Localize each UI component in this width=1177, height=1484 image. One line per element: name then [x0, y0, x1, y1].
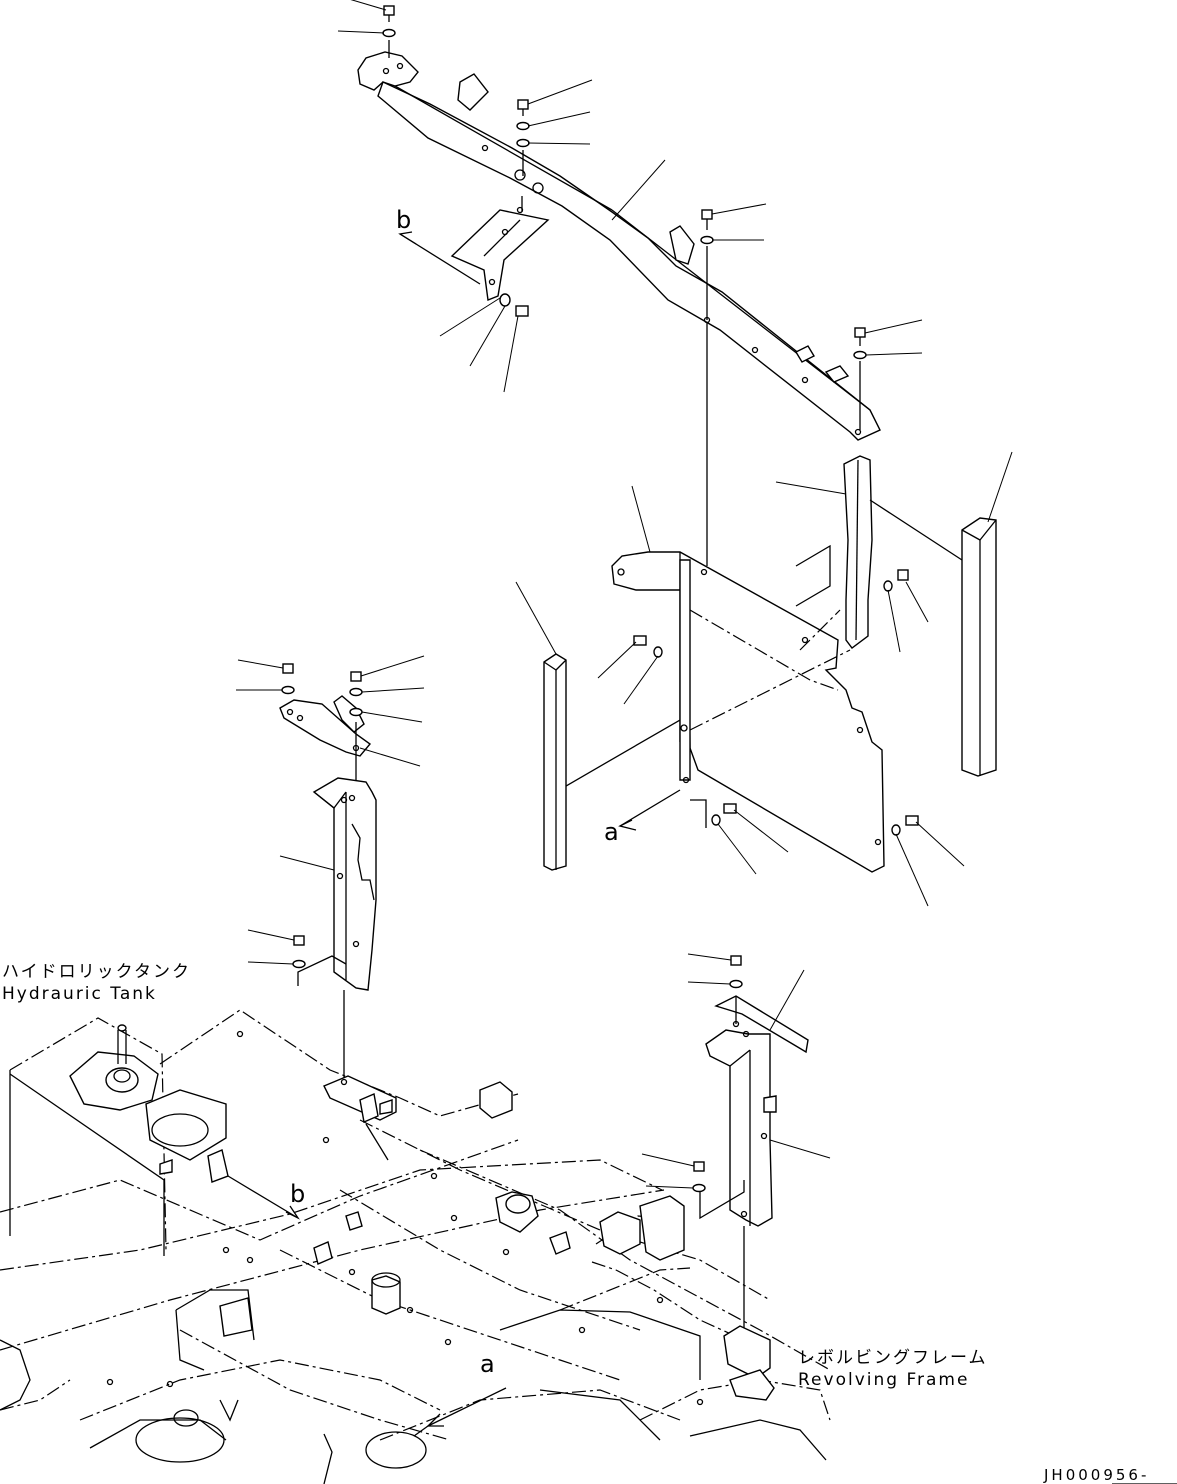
top-fasteners — [337, 0, 923, 430]
hydraulic-tank-caption-jp: ハイドロリックタンク — [2, 962, 191, 982]
hydraulic-tank — [9, 1017, 300, 1256]
drawing-code: JH000956- — [1044, 1466, 1150, 1484]
ref-letter-b-bottom: b — [290, 1180, 306, 1208]
ref-letter-b-top: b — [396, 206, 412, 234]
right-channel — [775, 455, 963, 649]
ref-letter-a-right: a — [604, 818, 619, 846]
top-cross-member — [357, 51, 881, 441]
revolving-frame — [0, 1009, 831, 1484]
panel-fasteners — [597, 569, 965, 907]
ref-letter-a-bottom: a — [480, 1350, 495, 1378]
left-stay — [279, 695, 421, 1088]
far-right-column — [961, 451, 1013, 777]
main-panel — [611, 485, 885, 873]
right-stay — [699, 969, 831, 1356]
left-post — [515, 581, 681, 871]
hydraulic-tank-caption-en: Hydrauric Tank — [2, 984, 157, 1004]
right-stay-fasteners — [641, 953, 743, 1193]
revolving-frame-caption-jp: レボルビングフレーム — [798, 1348, 988, 1368]
revolving-frame-caption-en: Revolving Frame — [798, 1370, 970, 1390]
bracket-b-top — [398, 196, 550, 301]
left-stay-fasteners — [236, 655, 425, 969]
